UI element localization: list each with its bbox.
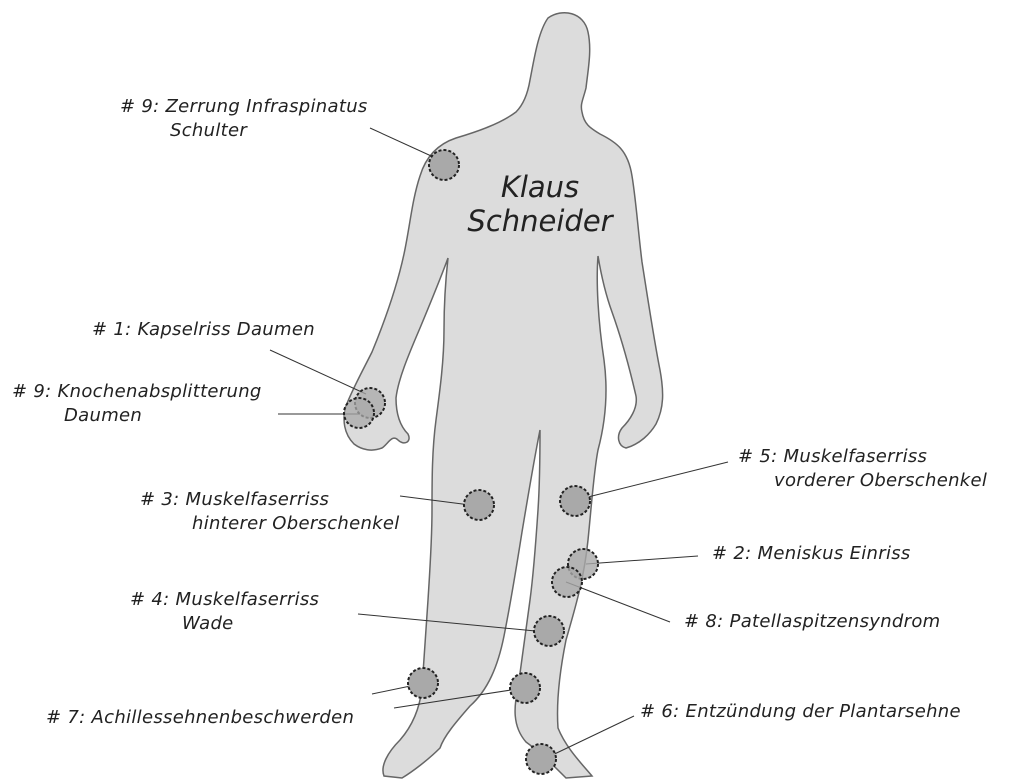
marker-patella[interactable]	[552, 567, 582, 597]
leader-line-meniscus	[586, 556, 698, 564]
injury-label-quad: # 5: Muskelfaserriss vorderer Oberschenk…	[738, 445, 987, 493]
injury-label-patella: # 8: Patellaspitzensyndrom	[684, 610, 941, 634]
person-first-name: Klaus	[440, 170, 640, 204]
leader-line-quad	[576, 462, 728, 500]
leader-line-thumb-capsule	[270, 350, 366, 394]
injury-label-plantar: # 6: Entzündung der Plantarsehne	[640, 700, 961, 724]
injury-label-achilles: # 7: Achillessehnenbeschwerden	[46, 706, 354, 730]
body-silhouette	[344, 13, 663, 778]
leader-line-shoulder	[370, 128, 440, 160]
marker-thumb-bone[interactable]	[344, 398, 374, 428]
marker-achilles-left[interactable]	[408, 668, 438, 698]
marker-calf[interactable]	[534, 616, 564, 646]
marker-hamstring[interactable]	[464, 490, 494, 520]
marker-plantar[interactable]	[526, 744, 556, 774]
person-name: Klaus Schneider	[440, 170, 640, 238]
injury-label-shoulder: # 9: Zerrung Infraspinatus Schulter	[120, 95, 368, 143]
injury-label-meniscus: # 2: Meniskus Einriss	[712, 542, 911, 566]
person-last-name: Schneider	[440, 204, 640, 238]
injury-label-hamstring: # 3: Muskelfaserriss hinterer Oberschenk…	[140, 488, 400, 536]
injury-label-calf: # 4: Muskelfaserriss Wade	[130, 588, 319, 636]
marker-quad[interactable]	[560, 486, 590, 516]
marker-achilles-right[interactable]	[510, 673, 540, 703]
injury-label-thumb-bone: # 9: Knochenabsplitterung Daumen	[12, 380, 262, 428]
injury-label-thumb-capsule: # 1: Kapselriss Daumen	[92, 318, 315, 342]
